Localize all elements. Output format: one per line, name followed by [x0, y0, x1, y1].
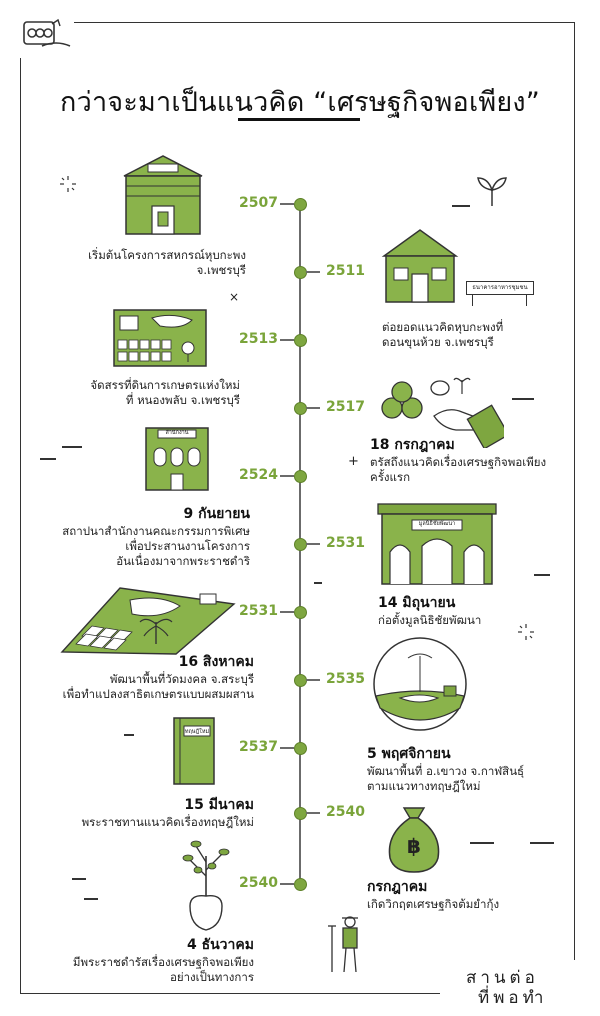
event-2531-right-text: 14 มิถุนายน ก่อตั้งมูลนิธิชัยพัฒนา: [378, 595, 482, 627]
page-title: กว่าจะมาเป็นแนวคิด “เศรษฐกิจพอเพียง”: [60, 87, 540, 118]
decorative-dash: [530, 842, 554, 844]
timeline-node: [294, 334, 307, 347]
decorative-dash: [84, 898, 98, 900]
year-label: 2524: [239, 467, 278, 483]
event-2511-text: ต่อยอดแนวคิดหุบกะพงที่ดอนขุนห้วย จ.เพชรบ…: [382, 320, 504, 349]
decorative-plus: +: [348, 454, 359, 469]
year-label: 2513: [239, 331, 278, 347]
event-2540-left-text: 4 ธันวาคม มีพระราชดำรัสเรื่องเศรษฐกิจพอเ…: [72, 937, 254, 984]
new-theory-book-icon: [173, 717, 215, 785]
money-bag-icon: [388, 807, 440, 873]
decorative-dash: [512, 398, 534, 400]
timeline-tick: [306, 543, 320, 545]
event-2507-text: เริ่มต้นโครงการสหกรณ์หุบกะพงจ.เพชรบุรี: [88, 248, 246, 277]
coins-and-hand-icon: [381, 377, 504, 448]
sign-post: [526, 294, 528, 306]
timeline-tick: [306, 812, 320, 814]
sprout-icon: [477, 177, 507, 206]
foundation-sign: มูลนิธิชัยพัฒนา: [418, 521, 456, 527]
farm-land-plots-icon: [113, 309, 207, 367]
timeline-tick: [280, 339, 294, 341]
timeline-tick: [280, 475, 294, 477]
decorative-dash: [534, 574, 550, 576]
year-label: 2517: [326, 399, 365, 415]
decorative-dash: [40, 458, 56, 460]
money-tree-icon: [182, 840, 230, 931]
decorative-dash: [124, 734, 134, 736]
timeline-node: [294, 470, 307, 483]
sign-post: [472, 294, 474, 306]
office-sign: สำนักงาน: [165, 430, 189, 436]
event-2524-text: 9 กันยายน สถาปนาสำนักงานคณะกรรมการพิเศษเ…: [62, 506, 250, 568]
organization-logo-icon: [23, 18, 71, 47]
year-label: 2540: [239, 875, 278, 891]
decorative-dash: [72, 878, 86, 880]
decorative-dash: [62, 446, 82, 448]
event-2517-text: 18 กรกฎาคม ตรัสถึงแนวคิดเรื่องเศรษฐกิจพอ…: [370, 437, 547, 484]
year-label: 2507: [239, 195, 278, 211]
year-label: 2531: [326, 535, 365, 551]
timeline-tick: [306, 271, 320, 273]
year-label: 2511: [326, 263, 365, 279]
timeline-tick: [306, 679, 320, 681]
decorative-cross: ×: [229, 290, 240, 304]
sparkle-icon: [60, 176, 76, 192]
food-bank-sign: ธนาคารอาหารชุมชน: [466, 281, 534, 295]
timeline-node: [294, 606, 307, 619]
year-label: 2537: [239, 739, 278, 755]
border-frame: [20, 22, 575, 994]
event-2535-text: 5 พฤศจิกายน พัฒนาพื้นที่ อ.เขาวง จ.กาฬสิ…: [367, 746, 525, 793]
baht-symbol: ฿: [407, 834, 421, 858]
brand-line-2: ที่พอทำ: [478, 988, 548, 1008]
timeline-node: [294, 198, 307, 211]
community-building-icon: [381, 229, 459, 303]
brand-line-1: สานต่อ: [466, 968, 539, 988]
khao-wong-landscape-icon: [373, 637, 467, 731]
brand-logo: สานต่อ ที่พอทำ: [458, 962, 578, 1008]
integrated-farm-icon: [60, 587, 236, 655]
event-2537-text: 15 มีนาคม พระราชทานแนวคิดเรื่องทฤษฎีใหม่: [81, 797, 254, 829]
sparkle-icon: [518, 624, 534, 640]
book-title: ทฤษฎีใหม่: [184, 729, 210, 735]
event-2540-right-text: กรกฎาคม เกิดวิกฤตเศรษฐกิจต้มยำกุ้ง: [367, 879, 500, 911]
timeline-tick: [306, 407, 320, 409]
foundation-building-icon: [377, 503, 497, 585]
timeline-tick: [280, 611, 294, 613]
office-building-icon: [145, 427, 209, 491]
frame-gap-bottom: [440, 960, 580, 1010]
timeline-node: [294, 742, 307, 755]
timeline-tick: [280, 747, 294, 749]
decorative-dash: [314, 582, 322, 584]
event-2513-text: จัดสรรที่ดินการเกษตรแห่งใหม่ที่ หนองพลับ…: [90, 378, 240, 407]
year-label: 2535: [326, 671, 365, 687]
title-underline: [238, 118, 360, 121]
cooperative-building-icon: [123, 155, 203, 235]
year-label: 2540: [326, 804, 365, 820]
timeline-tick: [280, 203, 294, 205]
farmer-icon: [328, 916, 358, 973]
year-label: 2531: [239, 603, 278, 619]
timeline-tick: [280, 883, 294, 885]
decorative-dash: [470, 842, 494, 844]
timeline-node: [294, 878, 307, 891]
event-2531-left-text: 16 สิงหาคม พัฒนาพื้นที่วัดมงคล จ.สระบุรี…: [62, 654, 254, 701]
decorative-dash: [452, 205, 470, 207]
